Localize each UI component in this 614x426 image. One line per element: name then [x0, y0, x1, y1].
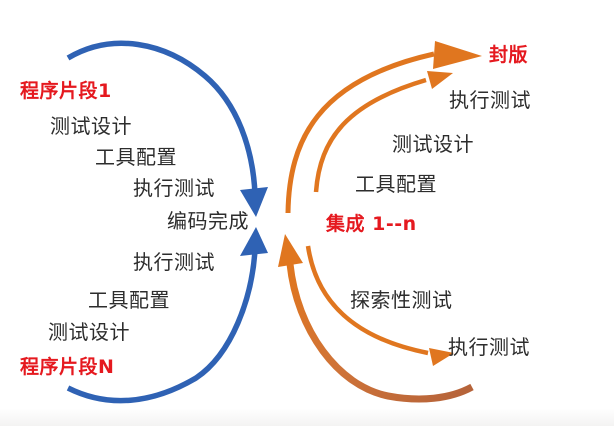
label-run-test-right-bottom: 执行测试 [448, 335, 530, 359]
label-program-fragment-1: 程序片段1 [20, 80, 112, 102]
label-run-test-right-top: 执行测试 [449, 88, 531, 112]
label-tool-config-left-top: 工具配置 [95, 145, 177, 169]
orange-outer-up-arc [285, 51, 435, 214]
orange-return-arrowhead [278, 234, 303, 267]
label-test-design-left-bottom: 测试设计 [48, 320, 130, 344]
label-tool-config-left-bottom: 工具配置 [88, 288, 170, 312]
label-test-design-left-top: 测试设计 [50, 114, 132, 138]
blue-top-arc [66, 40, 258, 195]
label-test-design-right: 测试设计 [392, 132, 474, 156]
orange-inner-down-arc [305, 245, 429, 356]
orange-inner-down-arrowhead [429, 348, 454, 366]
label-integration-1-n: 集成 1--n [326, 213, 417, 235]
label-program-fragment-n: 程序片段N [20, 356, 115, 378]
orange-outer-return-arc [286, 263, 474, 403]
orange-inner-up-arrowhead [427, 71, 453, 89]
blue-bottom-arc [66, 249, 258, 404]
orange-integration-arrows [278, 41, 482, 403]
orange-inner-up-arc [313, 77, 427, 193]
orange-release-arrowhead [433, 41, 482, 69]
label-run-test-left-bottom: 执行测试 [133, 250, 215, 274]
blue-top-arrowhead [240, 187, 268, 217]
label-release-seal: 封版 [489, 44, 529, 66]
label-coding-complete: 编码完成 [167, 209, 249, 233]
label-run-test-left-top: 执行测试 [133, 176, 215, 200]
label-tool-config-right: 工具配置 [355, 172, 437, 196]
blue-bottom-arrowhead [240, 227, 268, 256]
blue-fragment-arrows [66, 40, 268, 404]
label-exploratory-test: 探索性测试 [350, 288, 453, 312]
